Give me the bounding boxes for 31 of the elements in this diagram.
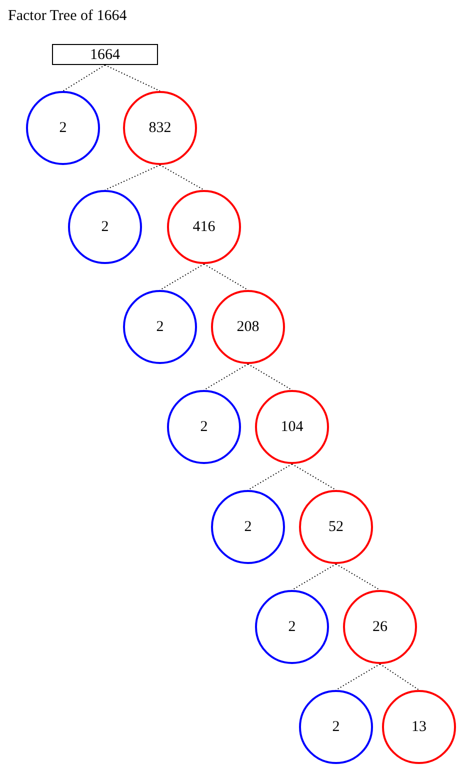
node-number: 2: [156, 318, 164, 336]
node-number: 2: [244, 518, 252, 536]
number-box: [52, 44, 158, 65]
connector-line: [292, 464, 336, 490]
node-number: 2: [332, 718, 340, 736]
connector-line: [336, 564, 380, 590]
node-number: 1664: [90, 46, 120, 64]
connector-line: [380, 664, 420, 690]
title: Factor Tree of 1664: [8, 7, 127, 25]
node-number: 52: [328, 518, 344, 536]
connector-line: [336, 664, 380, 690]
node-number: 26: [372, 618, 388, 636]
node-number: 208: [236, 318, 260, 336]
connector-line: [160, 164, 204, 190]
connector-line: [204, 264, 248, 290]
connector-line: [204, 364, 248, 390]
node-number: 416: [192, 218, 216, 236]
connector-line: [160, 264, 204, 290]
node-number: 13: [412, 718, 426, 736]
node-number: 2: [200, 418, 208, 436]
node-number: 104: [280, 418, 304, 436]
node-number: 2: [288, 618, 296, 636]
node-number: 832: [148, 119, 172, 137]
connector-line: [248, 464, 292, 490]
connector-line: [104, 64, 160, 92]
node-number: 2: [101, 218, 109, 236]
connector-line: [292, 564, 336, 590]
node-number: 2: [59, 119, 67, 137]
connector-line: [248, 364, 292, 390]
connector-line: [104, 164, 160, 190]
connector-line: [62, 64, 106, 92]
